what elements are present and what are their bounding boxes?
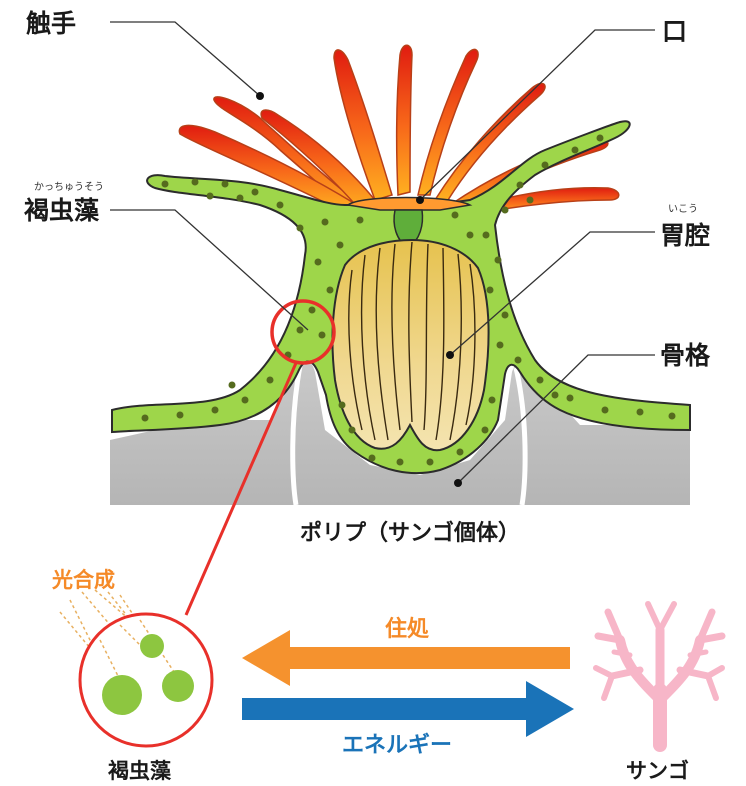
label-coral: サンゴ <box>626 759 689 783</box>
label-skeleton: 骨格 <box>660 341 711 370</box>
label-tentacle: 触手 <box>26 9 76 38</box>
caption-polyp: ポリプ（サンゴ個体） <box>300 520 520 546</box>
label-mouth: 口 <box>662 17 687 46</box>
energy-arrow <box>242 681 574 737</box>
label-habitat: 住処 <box>385 616 429 642</box>
ruby-stomach: いこう <box>668 203 698 215</box>
label-energy: エネルギー <box>342 733 452 758</box>
label-zooxanthellae: 褐虫藻 <box>23 196 100 225</box>
label-algae-bottom: 褐虫藻 <box>107 759 172 783</box>
label-stomach: 胃腔 <box>660 221 710 250</box>
label-photosynthesis: 光合成 <box>51 568 115 592</box>
ruby-zooxanthellae: かっちゅうそう <box>34 181 104 193</box>
coral-icon <box>596 604 722 745</box>
zooxanthellae-detail <box>60 590 212 746</box>
gastric-cavity <box>332 240 488 450</box>
